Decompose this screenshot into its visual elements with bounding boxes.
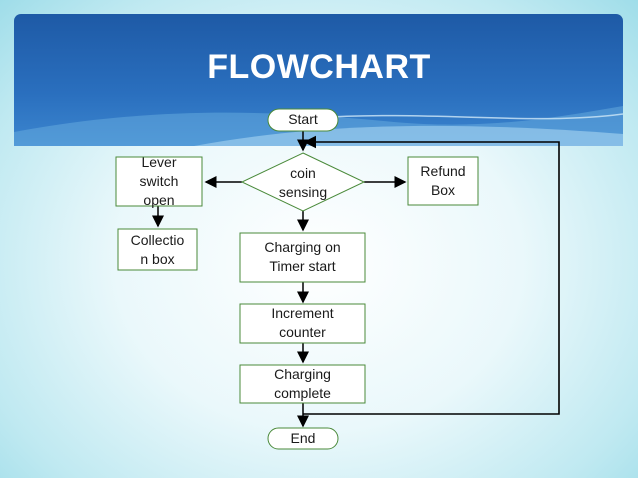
node-lever-switch-shape (115, 156, 203, 207)
slide-title: FLOWCHART (207, 48, 431, 86)
node-refund-box-label: Refund Box (420, 163, 466, 198)
node-charging-on-label: Charging on Timer start (264, 239, 341, 274)
edge-loop-back-to-coin (303, 135, 560, 415)
node-start-label: Start (288, 111, 318, 127)
node-charging-complete-label: Charging complete (274, 366, 331, 401)
node-start-shape (267, 108, 339, 132)
node-charging-on-shape (239, 232, 366, 283)
node-lever-switch-label: Lever switch open (139, 154, 179, 208)
node-end-label: End (290, 430, 316, 446)
node-increment-counter-label: Increment counter (271, 305, 334, 340)
node-coin-sensing-label: coin sensing (278, 165, 328, 200)
node-collection-box-shape (117, 228, 198, 271)
node-coin-sensing-shape (240, 152, 366, 212)
node-end-shape (267, 427, 339, 450)
node-increment-counter-shape (239, 303, 366, 344)
node-collection-box-label: Collectio n box (130, 232, 185, 267)
node-refund-box-shape (407, 156, 479, 206)
node-charging-complete-shape (239, 364, 366, 404)
